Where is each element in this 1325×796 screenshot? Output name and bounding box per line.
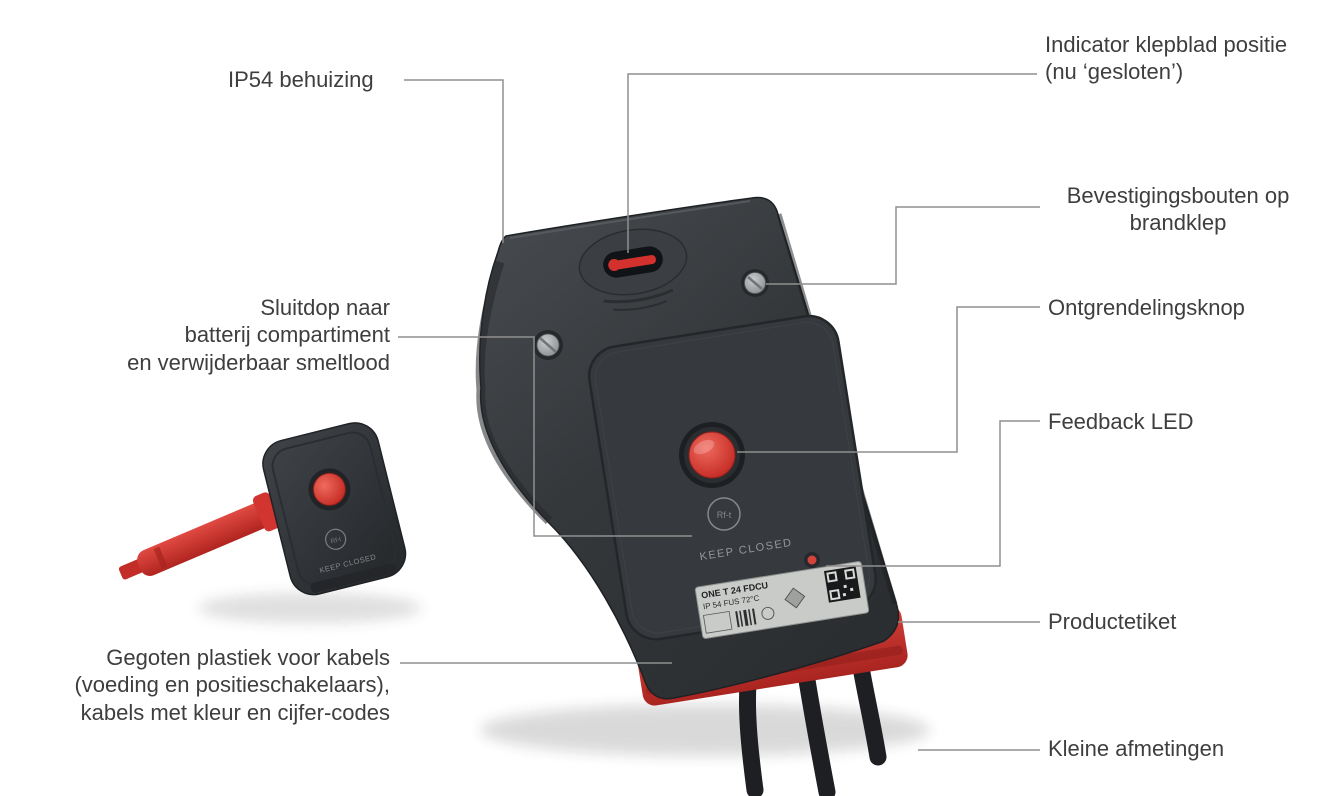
callout-mounting-bolts: Bevestigingsbouten op brandklep — [1066, 183, 1290, 236]
feedback-led — [804, 552, 820, 568]
callout-ip54-housing: IP54 behuizing — [228, 67, 374, 92]
blade-position-indicator — [578, 228, 688, 311]
leader-ontgrendeling — [737, 306, 1040, 453]
cap-brand-text: Rf-t — [330, 536, 342, 545]
cap-brand-logo — [325, 528, 347, 550]
callout-molded-cables: Gegoten plastiek voor kabels (voeding en… — [74, 645, 390, 725]
cap-shadow — [198, 593, 422, 623]
leader-led — [826, 420, 1040, 567]
callout-release-button: Ontgrendelingsknop — [1048, 295, 1245, 320]
leader-ip54 — [404, 79, 504, 243]
callout-battery-cap: Sluitdop naar batterij compartiment en v… — [127, 295, 390, 375]
cable-1 — [738, 675, 764, 796]
label-diamond-logo — [784, 587, 806, 609]
leader-sluitdop — [398, 336, 692, 537]
cap-red-plug — [312, 472, 346, 506]
release-button — [679, 422, 745, 488]
cable-2 — [797, 665, 836, 796]
body-left-shading — [475, 260, 553, 525]
mounting-bolt-right — [741, 269, 769, 297]
callout-blade-position-indicator: Indicator klepblad positie (nu ‘gesloten… — [1045, 32, 1288, 85]
label-barcode — [735, 608, 757, 628]
leader-bouten — [766, 206, 1040, 285]
mounting-bolt-left — [533, 330, 563, 360]
product-label: ONE T 24 FDCU IP 54 FUS 72°C — [694, 561, 870, 639]
callout-feedback-led: Feedback LED — [1048, 409, 1194, 434]
label-qr-code — [823, 566, 861, 603]
body-top-highlight — [509, 200, 751, 239]
callout-product-label: Productetiket — [1048, 609, 1177, 634]
label-cert-mark — [761, 606, 775, 620]
brand-logo-text: Rf-t — [717, 510, 732, 520]
callout-small-dimensions: Kleine afmetingen — [1048, 736, 1225, 761]
fusible-link — [118, 486, 308, 580]
brand-logo: Rf-t — [707, 497, 741, 531]
leader-indicator — [627, 73, 1037, 253]
battery-cap: Rf-t KEEP CLOSED — [262, 422, 407, 596]
leader-lines — [398, 73, 1040, 751]
